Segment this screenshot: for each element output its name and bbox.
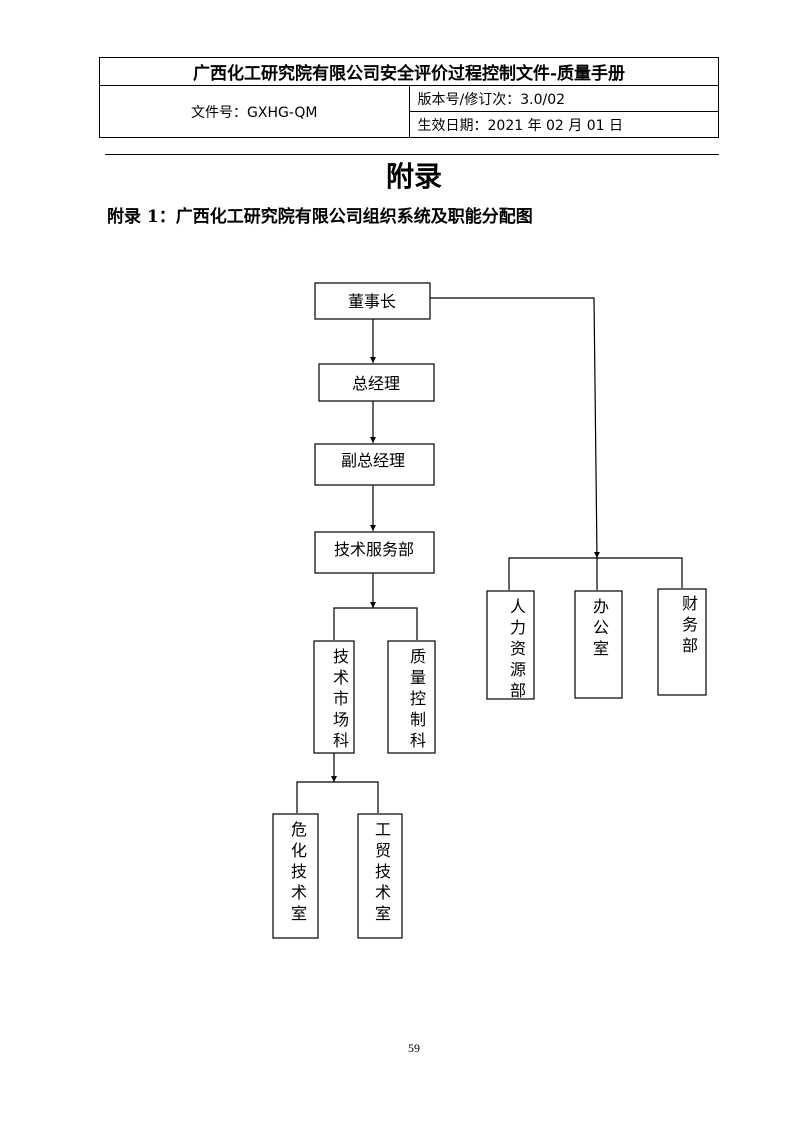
quality-control-section-label: 质量控制科 [410, 647, 426, 750]
header-divider [105, 154, 719, 155]
general-manager-label: 总经理 [352, 374, 400, 393]
hr-dept-label: 人力资源部 [510, 597, 526, 700]
box-finance-dept: 财务部 [657, 588, 707, 696]
effective-date: 生效日期：2021 年 02 月 01 日 [408, 111, 719, 138]
box-deputy-general-manager: 副总经理 [314, 443, 435, 486]
industry-trade-tech-office-label: 工贸技术室 [375, 820, 391, 923]
box-industry-trade-tech-office: 工贸技术室 [357, 813, 403, 939]
connector-chairman-admin [430, 297, 600, 559]
box-hr-dept: 人力资源部 [486, 590, 535, 700]
page-number: 59 [408, 1041, 420, 1055]
document-title: 广西化工研究院有限公司安全评价过程控制文件-质量手册 [99, 57, 719, 86]
hazchem-tech-office-label: 危化技术室 [291, 820, 307, 923]
connector-sections-bracket [333, 607, 418, 640]
tech-service-dept-label: 技术服务部 [334, 540, 414, 559]
box-general-manager: 总经理 [318, 363, 435, 402]
file-number: 文件号：GXHG-QM [99, 85, 410, 138]
box-office: 办公室 [574, 590, 623, 699]
connector-admin-bracket [508, 557, 683, 590]
chairman-label: 董事长 [348, 292, 396, 311]
tech-market-section-label: 技术市场科 [333, 647, 349, 750]
box-tech-market-section: 技术市场科 [313, 640, 355, 754]
finance-dept-label: 财务部 [682, 594, 698, 655]
connector-offices-bracket [296, 781, 379, 813]
box-chairman: 董事长 [314, 282, 431, 320]
box-quality-control-section: 质量控制科 [387, 640, 436, 754]
appendix-heading: 附录 [385, 160, 442, 193]
deputy-general-manager-label: 副总经理 [341, 451, 405, 470]
org-chart-connectors [296, 297, 683, 813]
box-hazchem-tech-office: 危化技术室 [272, 813, 319, 939]
box-tech-service-dept: 技术服务部 [314, 531, 435, 574]
office-label: 办公室 [593, 597, 609, 658]
appendix-subtitle: 附录 1：广西化工研究院有限公司组织系统及职能分配图 [107, 207, 533, 227]
document-header-table: 广西化工研究院有限公司安全评价过程控制文件-质量手册 文件号：GXHG-QM 版… [99, 57, 719, 138]
